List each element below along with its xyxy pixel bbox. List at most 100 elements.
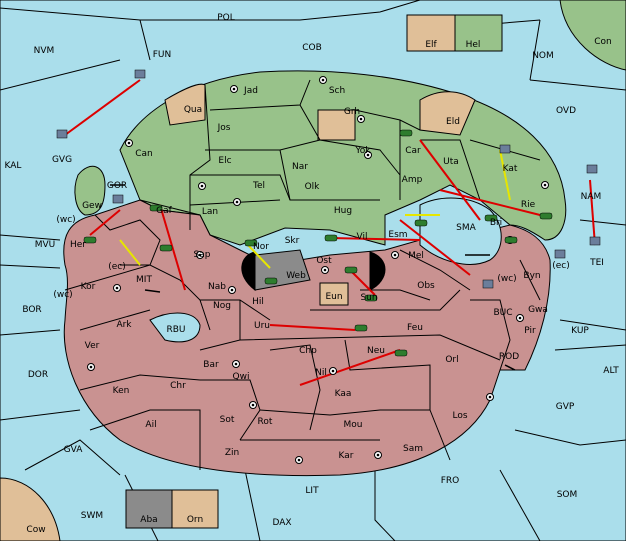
green-province-label: Eld: [446, 117, 460, 127]
sea-label: GVP: [556, 402, 575, 412]
red-province-label: Rot: [258, 417, 273, 427]
green-province-label: Ost: [316, 256, 332, 266]
sea-label: TEI: [589, 258, 604, 268]
green-province-label: Uta: [443, 157, 459, 167]
sea-label: LIT: [305, 486, 319, 496]
red-province-label: Feu: [407, 323, 423, 333]
sea-label: SOM: [557, 490, 578, 500]
green-province-label: Rie: [521, 200, 536, 210]
sea-label: (ec): [108, 262, 126, 272]
sea-label: FUN: [153, 50, 172, 60]
sea-label: DOR: [28, 370, 48, 380]
red-province-label: Eun: [325, 292, 342, 302]
red-province-label: Zin: [225, 448, 239, 458]
green-province-label: Amp: [402, 175, 423, 185]
red-province-label: Los: [452, 411, 467, 421]
legend-label: Orn: [187, 515, 203, 525]
sea-label: OVD: [556, 106, 576, 116]
red-province-label: Pir: [524, 326, 536, 336]
red-province-label: Kaa: [335, 389, 352, 399]
sea-label: Con: [594, 37, 612, 47]
green-province-label: Car: [405, 146, 421, 156]
sea-label: (ec): [552, 261, 570, 271]
region-gew: [74, 165, 106, 216]
sea-label: MVU: [35, 240, 56, 250]
green-province-label: Yok: [354, 146, 371, 156]
sea-label: NOM: [532, 51, 554, 61]
red-province-label: Web: [286, 271, 306, 281]
army-icons: [83, 129, 553, 357]
red-province-label: Mou: [344, 420, 363, 430]
green-province-label: Her: [70, 240, 86, 250]
red-province-label: Sun: [360, 293, 377, 303]
green-province-label: Lan: [202, 207, 218, 217]
green-province-label: Vil: [357, 232, 368, 242]
red-province-label: Hil: [252, 297, 264, 307]
red-province-label: Nor: [253, 242, 269, 252]
province-borders: [64, 79, 541, 470]
red-province-label: Mel: [408, 251, 424, 261]
sea-label: (wc): [53, 290, 72, 300]
red-province-label: Chp: [299, 346, 317, 356]
red-province-label: Orl: [445, 355, 458, 365]
red-province-label: Ark: [116, 320, 132, 330]
red-territory: [63, 199, 551, 477]
sea-sma: [419, 197, 502, 265]
sea-label: BUC: [493, 308, 512, 318]
sea-label: (wc): [56, 215, 75, 225]
region-grh-neutral: [317, 109, 356, 141]
legend-label: Aba: [140, 515, 157, 525]
red-province-label: Nil: [315, 368, 327, 378]
red-province-label: Sam: [403, 444, 423, 454]
red-province-label: Sot: [220, 415, 235, 425]
sea-label: KUP: [571, 326, 589, 336]
sea-label: MIT: [136, 275, 152, 285]
green-province-label: Kat: [503, 164, 518, 174]
red-province-label: Obs: [417, 281, 435, 291]
legend-label: Elf: [425, 40, 437, 50]
green-province-label: Gaf: [156, 206, 172, 216]
red-province-label: Skr: [285, 236, 300, 246]
green-province-label: Olk: [305, 182, 321, 192]
sea-label: ROD: [499, 352, 519, 362]
red-province-label: Kar: [339, 451, 354, 461]
red-province-label: Neu: [367, 346, 385, 356]
sea-label: GVG: [52, 155, 72, 165]
red-province-label: Sap: [194, 250, 211, 260]
sea-rbu: [149, 312, 201, 343]
red-province-label: Kor: [81, 282, 96, 292]
green-province-label: Tel: [252, 181, 265, 191]
legend-bottom: [125, 489, 219, 529]
sea-label: NAM: [581, 192, 602, 202]
sea-label: BOR: [22, 305, 41, 315]
orders-arrows: [64, 79, 596, 386]
green-province-label: Jad: [243, 86, 258, 96]
sea-label: DAX: [272, 518, 291, 528]
sea-label: COB: [302, 43, 322, 53]
green-province-label: Bri: [490, 218, 502, 228]
sea-label: GOR: [107, 181, 127, 191]
red-province-label: Qwi: [233, 372, 250, 382]
green-province-label: Qua: [184, 105, 202, 115]
red-province-label: Uru: [254, 321, 270, 331]
sea-label: FRO: [441, 476, 460, 486]
red-province-label: Ail: [145, 420, 156, 430]
red-province-label: Bar: [203, 360, 219, 370]
sea-label: ALT: [603, 366, 619, 376]
red-province-label: Nab: [208, 282, 226, 292]
red-province-label: Gwa: [528, 305, 548, 315]
black-marker-west: [241, 251, 256, 292]
sea-label: Cow: [26, 525, 45, 535]
red-province-label: Byn: [523, 271, 540, 281]
red-province-label: Ken: [113, 386, 130, 396]
green-province-label: Sch: [329, 86, 345, 96]
green-province-label: Esm: [388, 230, 407, 240]
green-province-label: Hug: [334, 206, 352, 216]
sea-label: KAL: [5, 161, 22, 171]
green-province-label: Grh: [344, 107, 360, 117]
region-qua: [164, 83, 206, 126]
legend-top: [406, 14, 503, 52]
green-province-label: Jos: [217, 123, 231, 133]
green-province-label: Can: [135, 149, 153, 159]
